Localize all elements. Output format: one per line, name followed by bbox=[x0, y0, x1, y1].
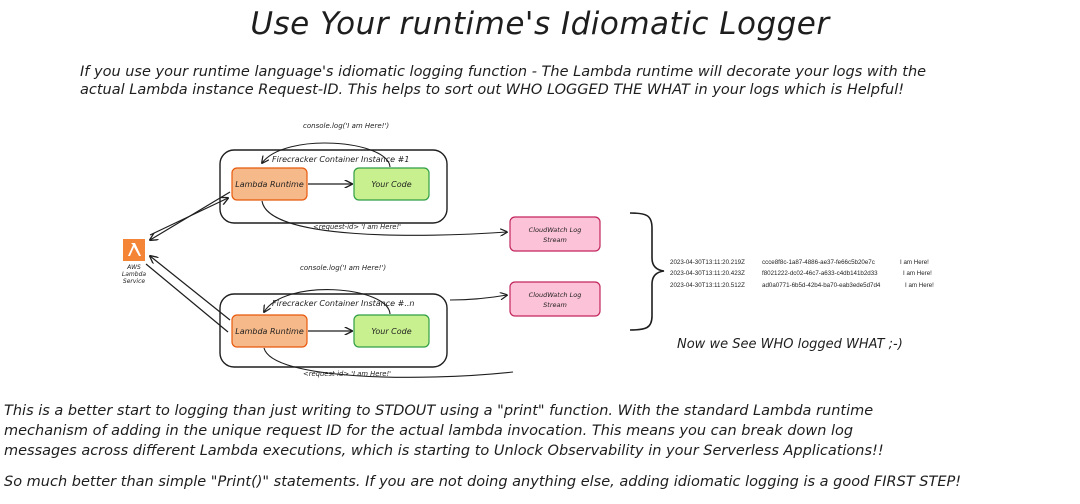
request-id-curve-2 bbox=[263, 347, 514, 378]
stream-1-label-1: CloudWatch Log bbox=[529, 226, 582, 234]
stream-2-label-1: CloudWatch Log bbox=[529, 291, 582, 299]
container-instance-2: Firecracker Container Instance #..n Lamb… bbox=[219, 264, 514, 378]
aws-label-2: Lambda bbox=[122, 271, 146, 278]
intro-line: actual Lambda instance Request-ID. This … bbox=[80, 82, 905, 98]
console-log-arrow-1 bbox=[262, 142, 391, 168]
your-code-label-2: Your Code bbox=[371, 327, 411, 336]
closing-text: So much better than simple "Print()" sta… bbox=[4, 474, 962, 490]
cloudwatch-stream-1: CloudWatch Log Stream bbox=[509, 216, 601, 252]
log-message: I am Here! bbox=[900, 259, 929, 266]
container-instance-1: Firecracker Container Instance #1 Lambda… bbox=[219, 122, 507, 235]
explanation-line: messages across different Lambda executi… bbox=[4, 443, 884, 459]
your-code-box-1 bbox=[353, 167, 430, 201]
log-time: 2023-04-30T13:11:20.512Z bbox=[670, 282, 745, 289]
explanation-text: This is a better start to logging than j… bbox=[4, 401, 1064, 461]
service-link-arrow-1b bbox=[149, 198, 228, 236]
log-time: 2023-04-30T13:11:20.423Z bbox=[670, 270, 745, 277]
stream-2-label-2: Stream bbox=[543, 301, 567, 309]
instance-2-label: Firecracker Container Instance #..n bbox=[272, 299, 414, 308]
aws-label-3: Service bbox=[123, 278, 145, 285]
explanation-line: mechanism of adding in the unique reques… bbox=[4, 423, 854, 439]
log-message: I am Here! bbox=[905, 282, 934, 289]
log-row: 2023-04-30T13:11:20.512Z ad0a0771-6b5d-4… bbox=[670, 282, 934, 289]
lambda-runtime-box-1 bbox=[231, 167, 308, 201]
log-to-stream-arrow-1 bbox=[261, 200, 507, 235]
log-request-id: f8021222-dc02-46c7-a633-c4db141b2d33 bbox=[762, 270, 878, 277]
request-id-label-2: <request-id> 'I am Here!' bbox=[303, 370, 391, 378]
aws-lambda-icon bbox=[123, 239, 145, 261]
cloudwatch-stream-2: CloudWatch Log Stream bbox=[509, 281, 601, 317]
lambda-runtime-box-2 bbox=[231, 314, 308, 348]
curly-brace bbox=[629, 212, 665, 331]
instance-1-label: Firecracker Container Instance #1 bbox=[272, 155, 409, 164]
log-row: 2023-04-30T13:11:20.219Z ccce8f8c-1a87-4… bbox=[670, 259, 929, 266]
lambda-runtime-label-2: Lambda Runtime bbox=[235, 327, 304, 336]
service-link-arrow-2a bbox=[150, 256, 231, 321]
stream-1-label-2: Stream bbox=[543, 236, 567, 244]
log-to-stream-arrow-2 bbox=[449, 295, 507, 301]
aws-lambda-service: AWS Lambda Service bbox=[122, 239, 146, 285]
log-time: 2023-04-30T13:11:20.219Z bbox=[670, 259, 745, 266]
log-request-id: ad0a0771-6b5d-42b4-ba70-eab3ede5d7d4 bbox=[762, 282, 881, 289]
console-log-label-1: console.log('I am Here!') bbox=[303, 122, 389, 130]
log-message: I am Here! bbox=[903, 270, 932, 277]
console-log-arrow-2 bbox=[264, 289, 391, 315]
lambda-runtime-label-1: Lambda Runtime bbox=[235, 180, 304, 189]
log-output: 2023-04-30T13:11:20.219Z ccce8f8c-1a87-4… bbox=[670, 259, 934, 289]
your-code-label-1: Your Code bbox=[371, 180, 411, 189]
console-log-label-2: console.log('I am Here!') bbox=[300, 264, 386, 272]
intro-text: If you use your runtime language's idiom… bbox=[80, 63, 1070, 99]
request-id-label-1: <request-id> 'I am Here!' bbox=[313, 223, 401, 231]
aws-label-1: AWS bbox=[126, 264, 141, 271]
log-request-id: ccce8f8c-1a87-4886-ae37-fe66c5b20e7c bbox=[762, 259, 875, 266]
explanation-line: This is a better start to logging than j… bbox=[4, 403, 874, 419]
intro-line: If you use your runtime language's idiom… bbox=[80, 64, 927, 80]
your-code-box-2 bbox=[353, 314, 430, 348]
diagram-caption: Now we See WHO logged WHAT ;-) bbox=[677, 337, 903, 352]
log-row: 2023-04-30T13:11:20.423Z f8021222-dc02-4… bbox=[670, 270, 932, 277]
service-link-arrow-2b bbox=[145, 263, 229, 333]
page-title: Use Your runtime's Idiomatic Logger bbox=[250, 6, 830, 42]
